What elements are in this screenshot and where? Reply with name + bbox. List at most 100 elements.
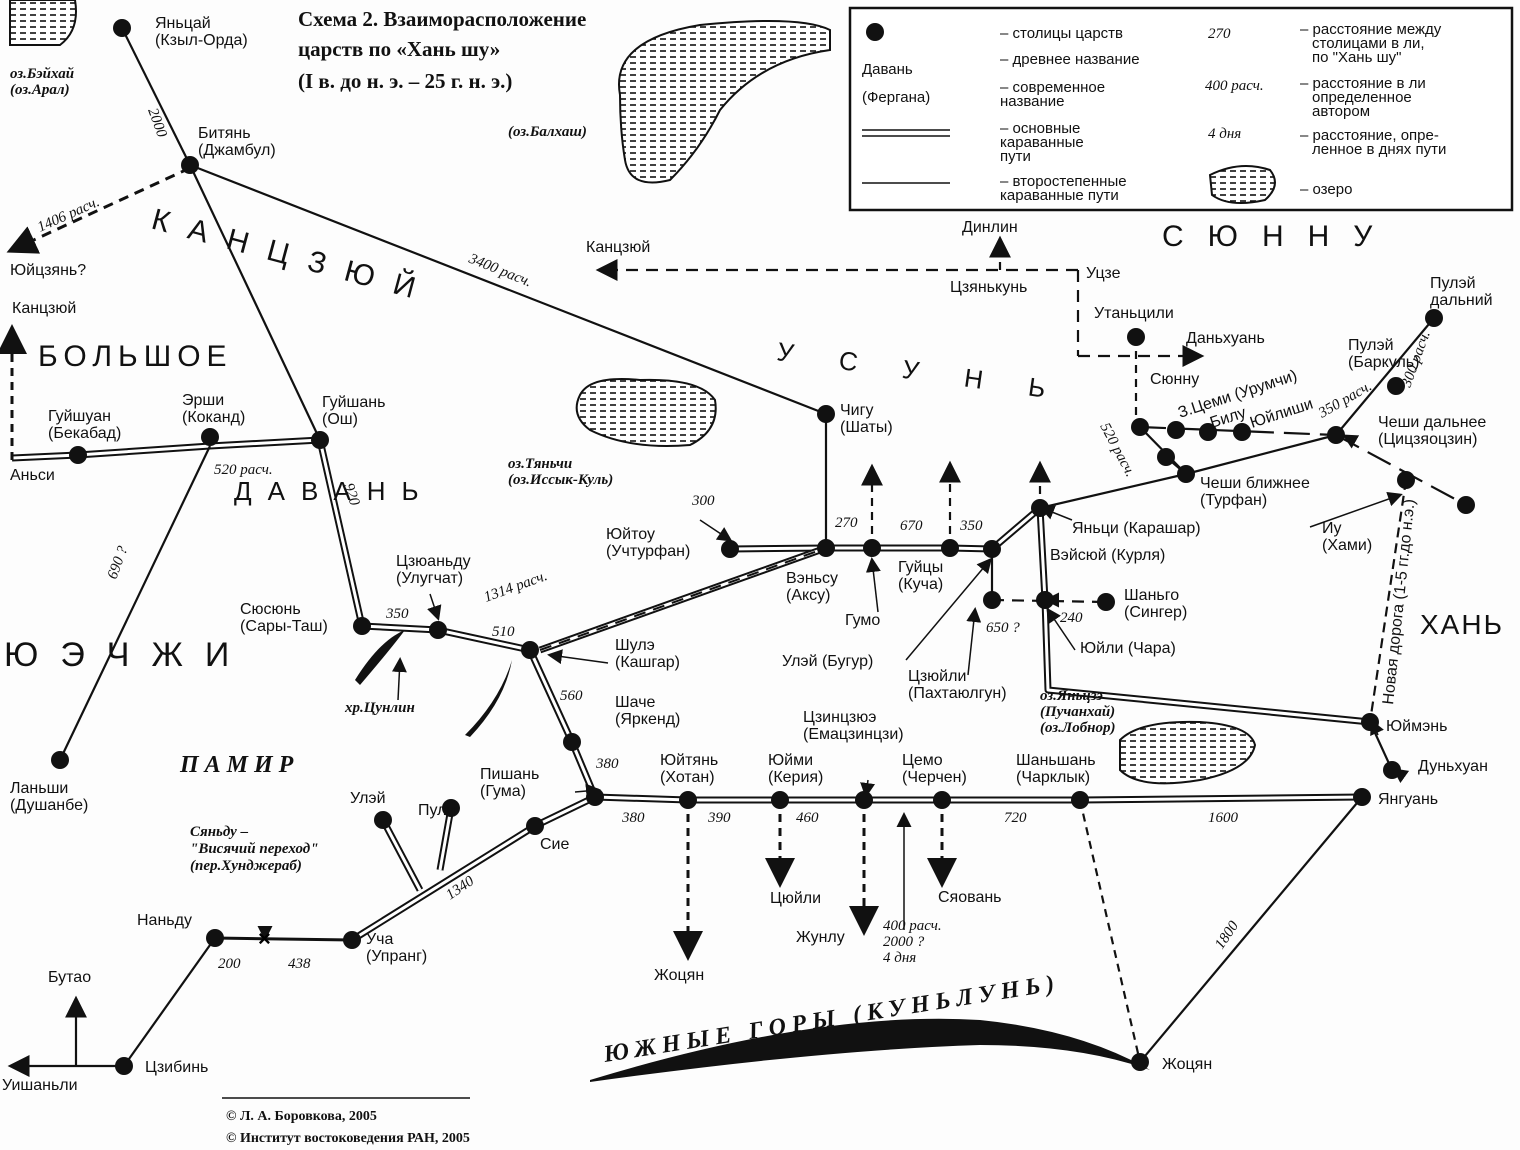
pointer-line: [391, 657, 407, 701]
route-ershi-lanshi: [59, 445, 211, 761]
place-tsemo: Цемо(Черчен): [902, 752, 967, 786]
place-label-line: Сюсюнь: [240, 601, 301, 618]
place-pulei: Пулэй(Баркуль): [1348, 337, 1419, 371]
place-label-line: Битянь: [198, 125, 251, 142]
place-label-line: Янгуань: [1378, 791, 1438, 808]
place-label-line: (Джамбул): [198, 142, 276, 159]
place-label-line: Цзюаньду: [396, 553, 471, 570]
lake-aral: [9, 0, 77, 46]
place-label-line: (Коканд): [182, 409, 245, 426]
place-butao: Бутао: [48, 969, 91, 986]
lake-issyk-kul: [575, 378, 717, 447]
route-guishan-syusyun-inner: [318, 439, 364, 627]
lake-label-line: оз.Бэйхай: [10, 66, 74, 82]
place-label-line: Шаньшань: [1016, 752, 1096, 769]
place-label-line: (Керия): [768, 769, 823, 786]
dist-390: 390: [707, 810, 731, 826]
legend-secondary-route-label-2: караванные пути: [1000, 187, 1119, 204]
city-dot: [343, 931, 361, 949]
city-dot: [1157, 448, 1175, 466]
lake-balkhash-label: (оз.Балхаш): [508, 124, 587, 140]
place-cheshi-near: Чеши ближнее(Турфан): [1200, 475, 1310, 509]
place-label-line: (Улугчат): [396, 570, 463, 587]
dist-300a: 300: [691, 493, 715, 509]
place-label-line: (Ош): [322, 411, 358, 428]
dist-3400: 3400 расч.: [466, 250, 534, 290]
place-label-line: Динлин: [962, 219, 1018, 236]
city-dot: [1127, 328, 1145, 346]
legend-lake-label: – озеро: [1300, 181, 1352, 198]
route-yanqi-yuimen-inner: [1038, 507, 1371, 724]
legend-ancient-label: – древнее название: [1000, 51, 1140, 68]
route-yantsai-bityan: [121, 27, 191, 166]
place-iu: Иу(Хами): [1322, 520, 1372, 554]
place-label-line: Новая дорога (1-5 гг.до н.э.): [1380, 498, 1419, 705]
place-label-line: Улэй: [350, 790, 386, 807]
city-dot: [863, 539, 881, 557]
pointer-line: [699, 519, 733, 542]
place-kangju-west: Канцзюй: [12, 300, 76, 317]
lake-balkhash: [618, 20, 831, 184]
route-puli-branch-2-inner: [438, 807, 453, 871]
place-new-road: Новая дорога (1-5 гг.до н.э.): [1380, 498, 1419, 705]
city-dot: [353, 617, 371, 635]
tsunlin-ridge-2: [465, 660, 512, 737]
legend-calc-label-2: определенное: [1312, 89, 1412, 106]
city-dot: [1457, 496, 1475, 514]
place-ulei-west: Улэй: [350, 790, 386, 807]
place-label-line: (Хотан): [660, 769, 715, 786]
place-label-line: Даньхуань: [1186, 330, 1265, 347]
city-dot: [679, 791, 697, 809]
place-syunnu-town: Сюнну: [1150, 371, 1199, 388]
place-label-line: Уча: [366, 931, 394, 948]
region-xiongnu: СЮННУ: [1162, 220, 1396, 253]
place-yanguan: Янгуань: [1378, 791, 1438, 808]
legend-modern-label-2: название: [1000, 93, 1064, 110]
route-yanqi-cheshi: [1039, 472, 1187, 510]
route-shule-pishan-inner: [528, 649, 597, 798]
place-label-line: (Емацзинцзи): [803, 726, 904, 743]
tsunlin-ridge-1: [355, 630, 405, 685]
city-dot: [526, 817, 544, 835]
city-dot: [1397, 471, 1415, 489]
place-cheshi-far: Чеши дальнее(Цицзяоцзин): [1378, 414, 1486, 448]
city-dot: [1199, 423, 1217, 441]
dist-1314: 1314 расч.: [482, 568, 550, 606]
place-label-line: Цзюйли: [908, 668, 966, 685]
place-label-line: Шаньго: [1124, 587, 1179, 604]
city-dot: [69, 446, 87, 464]
lake-label-line: (Пучанхай): [1040, 704, 1115, 720]
copyright-line-2: © Институт востоковедения РАН, 2005: [226, 1131, 470, 1146]
place-tszyuandu: Цзюаньду(Улугчат): [396, 553, 471, 587]
pointer-line: [1342, 434, 1360, 449]
route-shanshan-zhotsyan: [1078, 799, 1142, 1063]
place-label-line: Аньси: [10, 467, 55, 484]
place-tsyoili: Цюйли: [770, 890, 821, 907]
dist-460: 460: [796, 810, 819, 826]
legend-sample-days: 4 дня: [1208, 126, 1241, 142]
place-label-line: Юйтянь: [660, 752, 718, 769]
dist-438: 438: [288, 956, 311, 972]
place-yuili: Юйли (Чара): [1080, 640, 1176, 657]
route-bityan-guishan: [189, 164, 321, 441]
place-ansi: Аньси: [10, 467, 55, 484]
place-tsunlin-range: хр.Цунлин: [344, 700, 415, 716]
city-dot: [181, 156, 199, 174]
place-puli: Пули: [418, 802, 455, 819]
lakes: [9, 0, 1257, 785]
title-line-3: (I в. до н. э. – 25 г. н. э.): [298, 69, 512, 93]
place-label-line: (Куча): [898, 576, 943, 593]
place-label-line: Юйлиши: [1248, 396, 1315, 432]
title-line-1: Схема 2. Взаиморасположение: [298, 7, 586, 31]
legend-distance-label-3: по "Хань шу": [1312, 49, 1401, 66]
legend-distance-label-1: – расстояние между: [1300, 21, 1442, 38]
legend-calc-label-1: – расстояние в ли: [1300, 75, 1426, 92]
place-label-line: дальний: [1430, 292, 1493, 309]
place-label-line: Гумо: [845, 612, 880, 629]
city-dot: [721, 540, 739, 558]
region-han: ХАНЬ: [1420, 609, 1504, 640]
place-label-line: Чеши ближнее: [1200, 475, 1310, 492]
place-yuimi: Юйми(Керия): [768, 752, 823, 786]
map-title: Схема 2. Взаиморасположение царств по «Х…: [298, 7, 586, 93]
